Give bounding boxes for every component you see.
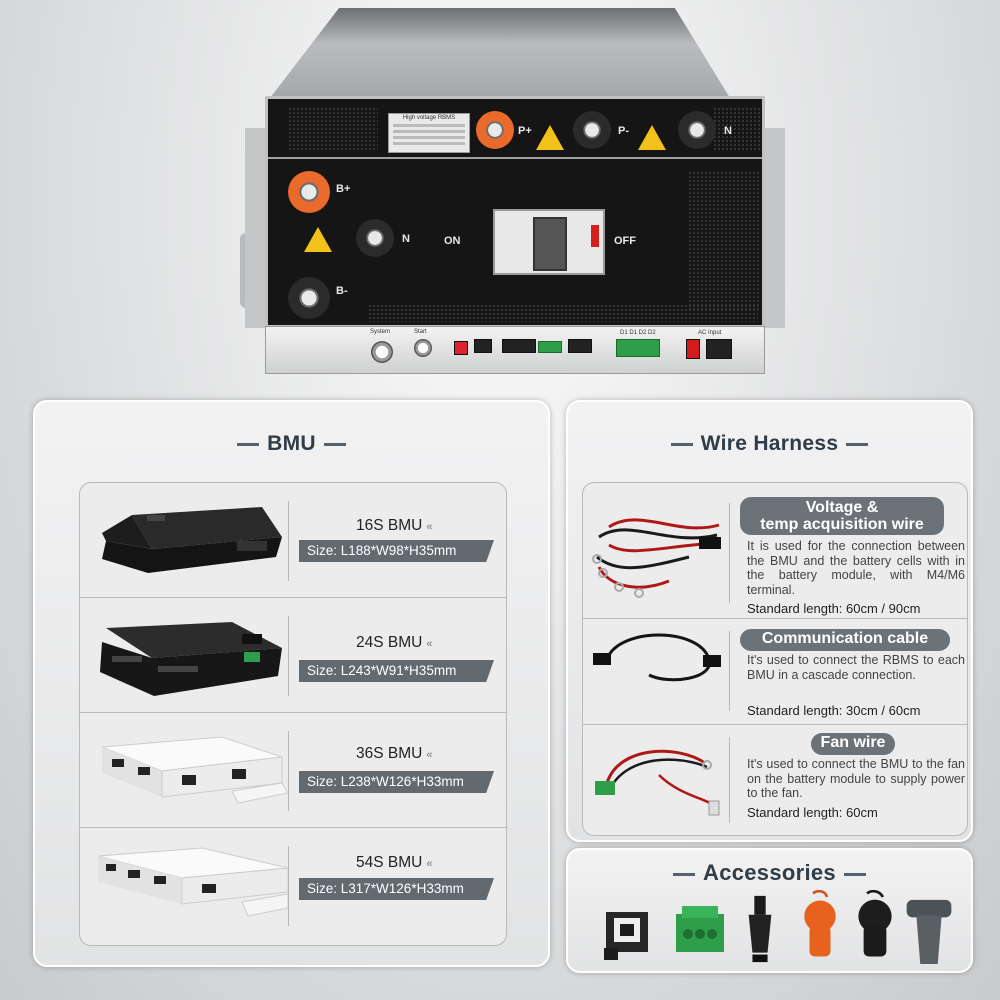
relay-connector-icon [604,912,648,960]
size-tag: Size: L317*W126*H33mm [299,878,494,900]
size-tag: Size: L238*W126*H33mm [299,771,494,793]
gray-cover-icon [906,899,952,965]
n-connector-top [678,111,716,149]
system-button [371,341,393,363]
wire-harness-title: Wire Harness [568,432,971,456]
bmu-54s-image [97,847,288,917]
n-connector-left [356,219,394,257]
bmu-item-36s: 36S BMU« Size: L238*W126*H33mm [80,713,506,828]
pminus-connector [573,111,611,149]
voltage-wire-image [592,518,721,598]
spec-label: High voltage RBMS [388,113,470,153]
wire-list: Voltage &temp acquisition wire It is use… [582,482,968,836]
warning-icon [638,125,666,150]
communication-cable-title: Communication cable [740,629,950,651]
bminus-connector [288,277,330,319]
wire-harness-panel: Wire Harness Voltage &temp acquisition w… [566,400,973,842]
black-plug-icon [748,895,772,963]
bplus-connector [288,171,330,213]
green-terminal-block-icon [676,906,724,952]
main-breaker-switch [493,209,605,275]
accessories-title: Accessories [568,860,971,886]
communication-cable-image [593,633,721,682]
chevron-icon: « [426,521,433,533]
chevron-icon: « [426,858,433,870]
device-control-strip: System Start D1 D1 D2 D2 AC Input [265,326,765,374]
wire-item-fan: Fan wire It's used to connect the BMU to… [583,725,967,835]
bmu-24s-image [100,622,282,696]
chevron-icon: « [426,638,433,650]
accessories-panel: Accessories [566,848,973,973]
warning-icon [536,125,564,150]
chevron-icon: « [426,749,433,761]
bmu-36s-image [101,736,288,804]
bmu-section-title: BMU [35,432,548,456]
bmu-16s-image [102,507,282,573]
wire-item-communication: Communication cable It's used to connect… [583,619,967,725]
bmu-item-54s: 54S BMU« Size: L317*W126*H33mm [80,828,506,943]
orange-cap-icon [804,890,836,957]
fan-wire-title: Fan wire [811,733,895,755]
size-tag: Size: L188*W98*H35mm [299,540,494,562]
device-front-panel: High voltage RBMS P+ P- N B+ N B- ON OFF [265,96,765,328]
pplus-connector [476,111,514,149]
bmu-item-24s: 24S BMU« Size: L243*W91*H35mm [80,598,506,713]
bmu-panel: BMU 16S BMU« Size: L188*W98*H35mm [33,400,550,967]
start-button [414,339,432,357]
rbms-device-image: High voltage RBMS P+ P- N B+ N B- ON OFF [240,8,785,380]
green-terminal [616,339,660,357]
black-cap-icon [858,890,892,957]
bmu-item-16s: 16S BMU« Size: L188*W98*H35mm [80,483,506,598]
bmu-list: 16S BMU« Size: L188*W98*H35mm 24S BMU« S… [79,482,507,946]
warning-icon [304,227,332,252]
fan-wire-image [595,749,720,816]
device-top-cover [270,8,730,98]
size-tag: Size: L243*W91*H35mm [299,660,494,682]
voltage-wire-title: Voltage &temp acquisition wire [740,497,944,535]
wire-item-voltage-temp: Voltage &temp acquisition wire It is use… [583,483,967,619]
